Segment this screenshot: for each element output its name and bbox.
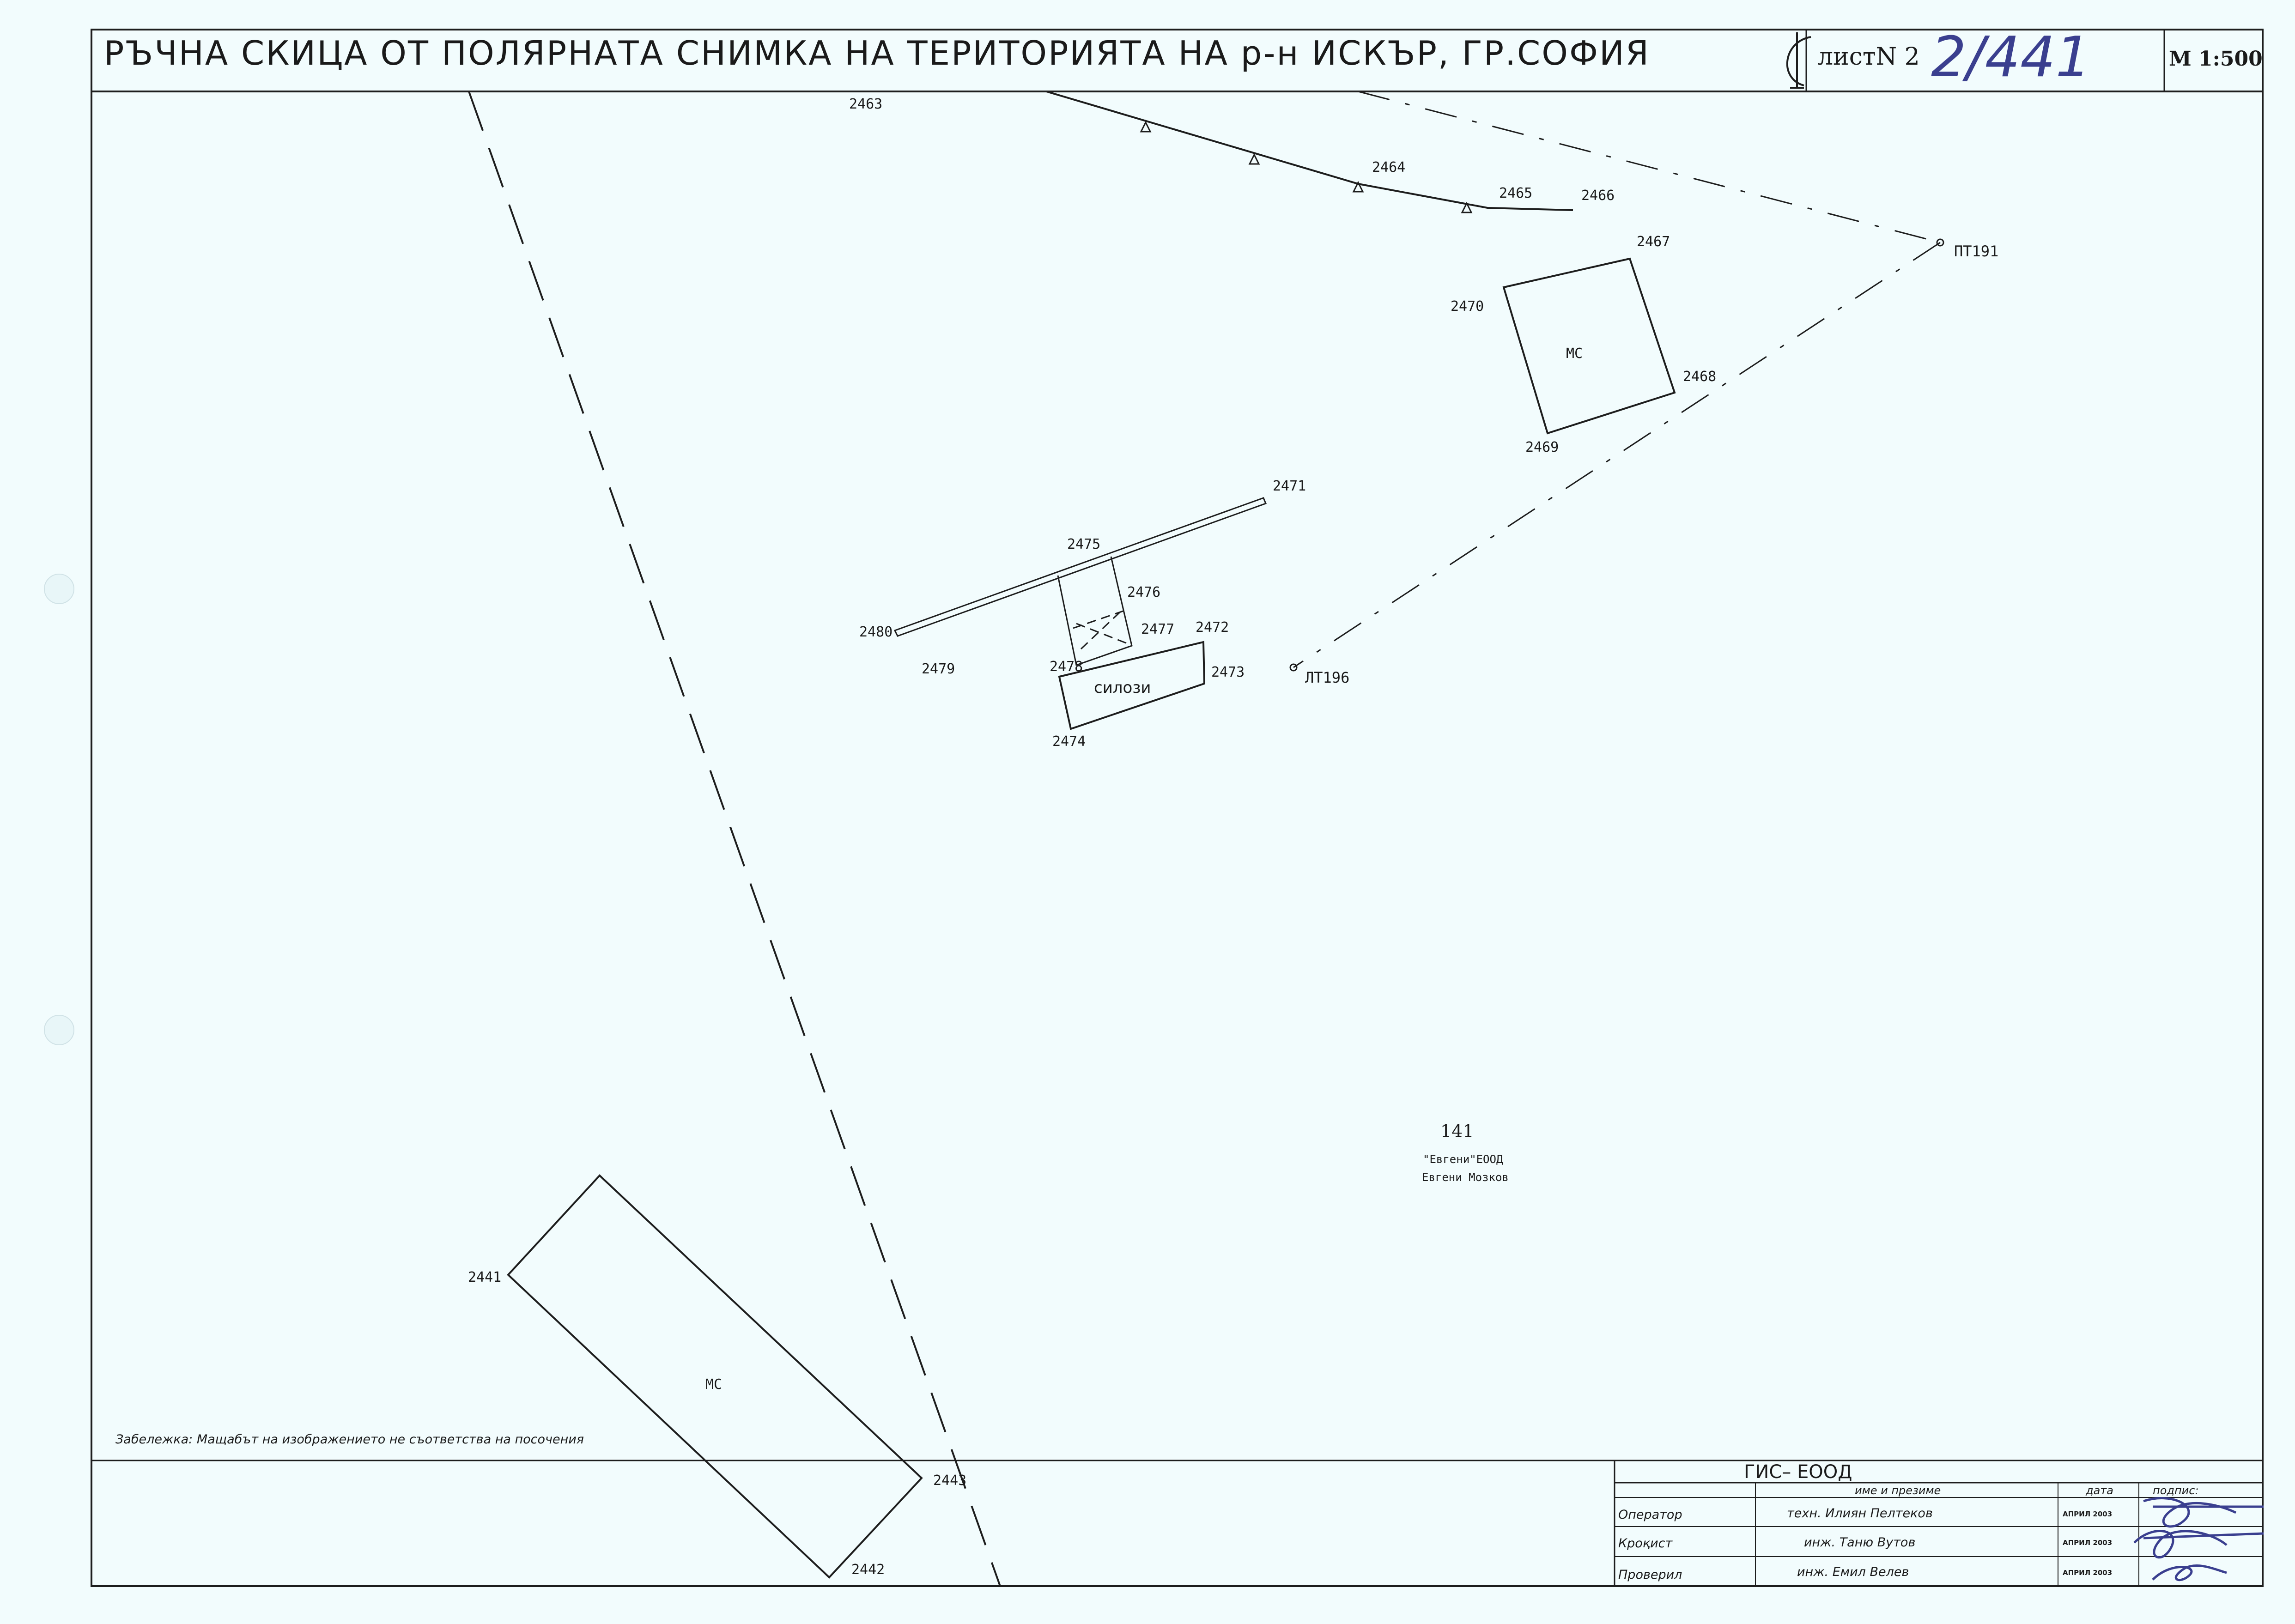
traverse-line-diagonal [1293,242,1941,668]
station-point-lt196 [1289,663,1298,672]
building-silos [1058,641,1206,730]
point-label: 2472 [1196,619,1229,636]
sheet-handwritten-number: 2/441 [1931,25,2091,90]
row-person-name: техн. Илиян Пелтеков [1787,1506,1933,1521]
point-label: 2475 [1067,536,1100,552]
shed-dashed-edge [1073,609,1128,629]
punch-hole-top [44,574,74,604]
building-upper [1502,257,1676,435]
station-label-lt196: ЛТ196 [1305,669,1349,686]
point-label: 2463 [849,96,882,112]
shed-cross-1 [1076,623,1130,645]
point-label: 2469 [1525,439,1559,455]
row-role: Проверил [1618,1568,1682,1582]
point-label: 2466 [1581,188,1615,204]
column-sign-header: подпис: [2153,1484,2199,1497]
point-label: 2478 [1050,659,1083,675]
station-label-pt191: ПТ191 [1954,242,1998,260]
row-person-name: инж. Емил Велев [1797,1565,1909,1579]
silos-label: силози [1094,679,1151,697]
building-upper-label: МС [1566,345,1583,362]
punch-hole-bottom [44,1015,74,1045]
row-date: АПРИЛ 2003 [2063,1569,2112,1577]
building-lower [507,1174,923,1579]
point-label: 2480 [859,624,892,640]
point-label: 2467 [1637,234,1670,250]
scale-note: Забележка: Мащабът на изображението не с… [115,1432,584,1447]
row-date: АПРИЛ 2003 [2063,1510,2112,1518]
point-label: 2443 [933,1473,966,1489]
fence-line [1046,91,1573,211]
row-role: Кроқист [1618,1536,1673,1551]
column-name-header: име и презиме [1855,1484,1941,1497]
sheet-number-label: листN 2 [1818,43,1920,71]
shed-cross-2 [1080,609,1123,650]
building-lower-label: МС [705,1376,722,1393]
signatures-handwritten [2133,1497,2264,1582]
station-point-pt191 [1936,238,1944,247]
sheet-title: РЪЧНА СКИЦА ОТ ПОЛЯРНАТА СНИМКА НА ТЕРИТ… [104,34,1650,73]
geodesy-logo-icon [1786,32,1811,89]
point-label: 2465 [1499,185,1532,201]
owner-company: "Евгени"ЕООД [1423,1153,1503,1166]
company-name: ГИС– ЕООД [1744,1461,1852,1483]
shed-outline [1057,556,1133,666]
point-label: 2479 [922,661,955,677]
scale-label: М 1:500 [2169,47,2263,71]
point-label: 2464 [1372,159,1405,176]
row-date: АПРИЛ 2003 [2063,1539,2112,1547]
point-label: 2474 [1052,733,1086,750]
point-label: 2442 [851,1562,885,1578]
row-person-name: инж. Таню Вутов [1804,1535,1915,1550]
point-label: 2468 [1683,369,1716,385]
traverse-line-top [1358,91,1941,243]
dashed-boundary-line [468,91,1001,1587]
row-role: Оператор [1618,1508,1682,1522]
sheet-frame [91,29,2264,1587]
point-label: 2471 [1273,478,1306,494]
point-label: 2470 [1451,298,1484,315]
point-label: 2441 [468,1269,501,1285]
point-label: 2476 [1127,584,1160,600]
column-date-header: дата [2085,1484,2113,1497]
point-labels: 2463 2464 2465 2466 2467 2468 2469 2470 … [468,96,1716,1578]
point-label: 2473 [1211,664,1245,680]
owner-name: Евгени Мозков [1422,1171,1509,1184]
point-label: 2477 [1141,621,1174,637]
fence-marker-icons [1140,121,1473,213]
wall-2480-2471 [893,497,1267,637]
title-block [1614,1460,2263,1586]
parcel-number: 141 [1440,1121,1474,1141]
